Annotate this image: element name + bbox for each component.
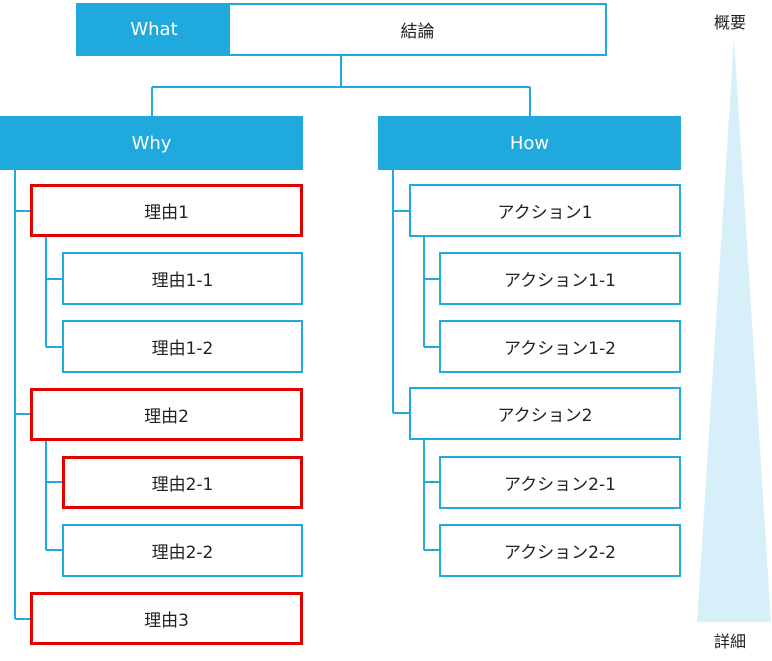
why-item: 理由2-1	[62, 456, 303, 509]
why-item: 理由1-2	[62, 320, 303, 373]
how-item: アクション2-1	[439, 456, 681, 509]
scale-bottom-label: 詳細	[714, 632, 747, 651]
why-item: 理由1-1	[62, 252, 303, 305]
what-label: What	[78, 5, 230, 54]
what-box: What 結論	[76, 3, 607, 56]
what-value: 結論	[230, 5, 605, 54]
why-header: Why	[0, 116, 303, 170]
why-item: 理由2	[30, 388, 303, 441]
why-item: 理由3	[30, 592, 303, 645]
how-item: アクション1-2	[439, 320, 681, 373]
how-header: How	[378, 116, 681, 170]
scale-triangle	[697, 38, 771, 622]
how-item: アクション1	[409, 184, 681, 237]
why-item: 理由1	[30, 184, 303, 237]
how-item: アクション2-2	[439, 524, 681, 577]
how-item: アクション2	[409, 387, 681, 440]
how-item: アクション1-1	[439, 252, 681, 305]
why-item: 理由2-2	[62, 524, 303, 577]
scale-top-label: 概要	[714, 13, 747, 32]
